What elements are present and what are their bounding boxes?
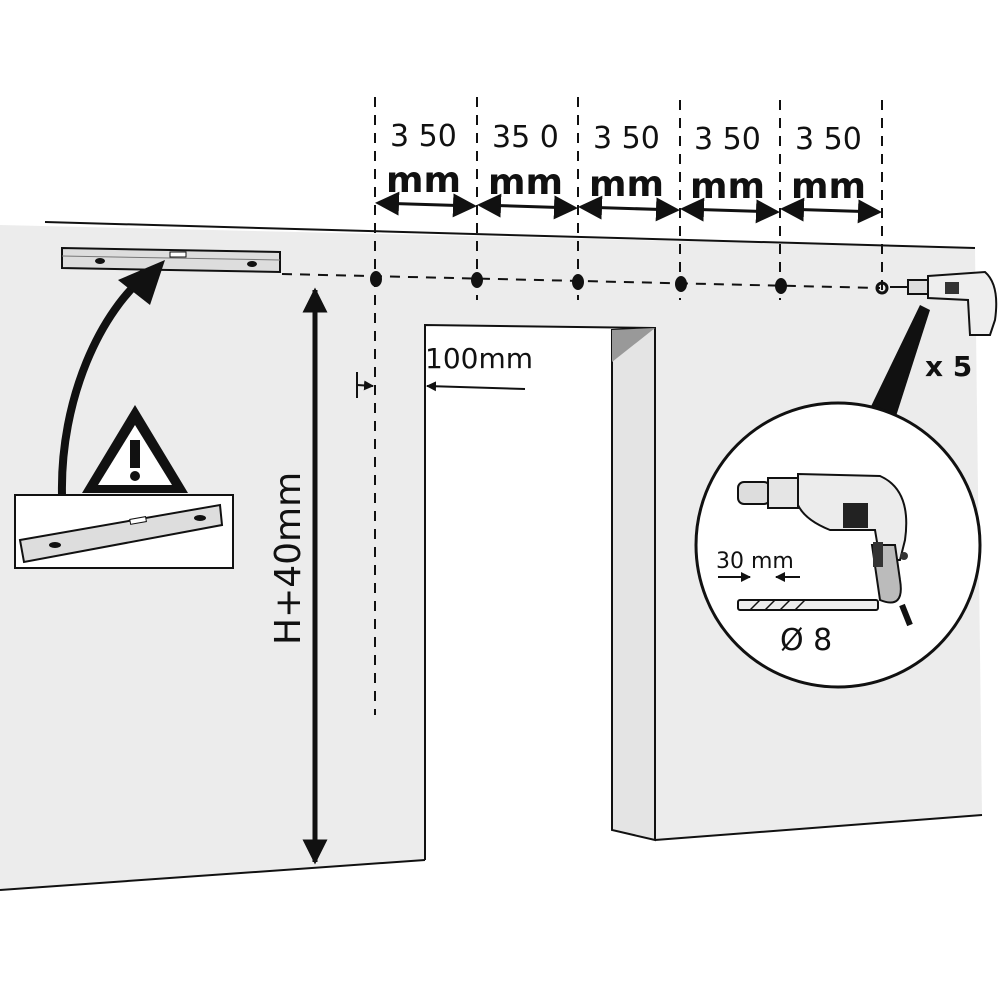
level-inset bbox=[14, 494, 234, 569]
drill-icon-small bbox=[890, 270, 998, 336]
curved-arrow-head bbox=[118, 260, 165, 305]
drill-depth-label: 30 mm bbox=[716, 549, 794, 574]
door-jamb bbox=[611, 326, 656, 842]
drill-diameter-label: Ø 8 bbox=[780, 623, 832, 658]
offset-arrow-left bbox=[356, 380, 374, 391]
wall-bottom-edge-left bbox=[0, 859, 426, 891]
doorway bbox=[425, 325, 655, 860]
height-label: H+40mm bbox=[268, 472, 309, 645]
callout-pointer bbox=[862, 305, 930, 435]
offset-arrow-right bbox=[426, 381, 526, 392]
warning-icon bbox=[82, 405, 188, 493]
wall-bottom-edge-right bbox=[654, 814, 983, 841]
drill-holes bbox=[370, 271, 889, 295]
spacing-value-1: 3 50 bbox=[390, 119, 457, 154]
spirit-level-icon bbox=[61, 246, 281, 274]
offset-label: 100mm bbox=[425, 342, 533, 375]
spacing-value-4: 3 50 bbox=[694, 122, 761, 157]
spacing-unit-5: mm bbox=[791, 166, 866, 207]
wall-top-edge bbox=[44, 221, 976, 249]
guide-lines bbox=[281, 97, 883, 715]
spacing-dimensions: 3 50 mm 35 0 mm 3 50 mm 3 50 mm 3 50 mm bbox=[375, 119, 882, 224]
spacing-value-2: 35 0 bbox=[492, 120, 559, 155]
doorway-edge bbox=[424, 323, 656, 860]
drill-callout: 30 mm Ø 8 bbox=[694, 401, 982, 689]
drill-icon bbox=[737, 472, 913, 627]
drill-bit-icon bbox=[737, 599, 879, 611]
spacing-value-5: 3 50 bbox=[795, 122, 862, 157]
wall bbox=[0, 225, 982, 890]
door-jamb-shadow bbox=[612, 328, 655, 362]
spacing-unit-4: mm bbox=[690, 166, 765, 207]
spacing-unit-2: mm bbox=[488, 162, 563, 203]
spacing-unit-3: mm bbox=[589, 164, 664, 205]
spacing-value-3: 3 50 bbox=[593, 121, 660, 156]
hole-count: x 5 bbox=[925, 350, 972, 383]
spacing-unit-1: mm bbox=[386, 160, 461, 201]
